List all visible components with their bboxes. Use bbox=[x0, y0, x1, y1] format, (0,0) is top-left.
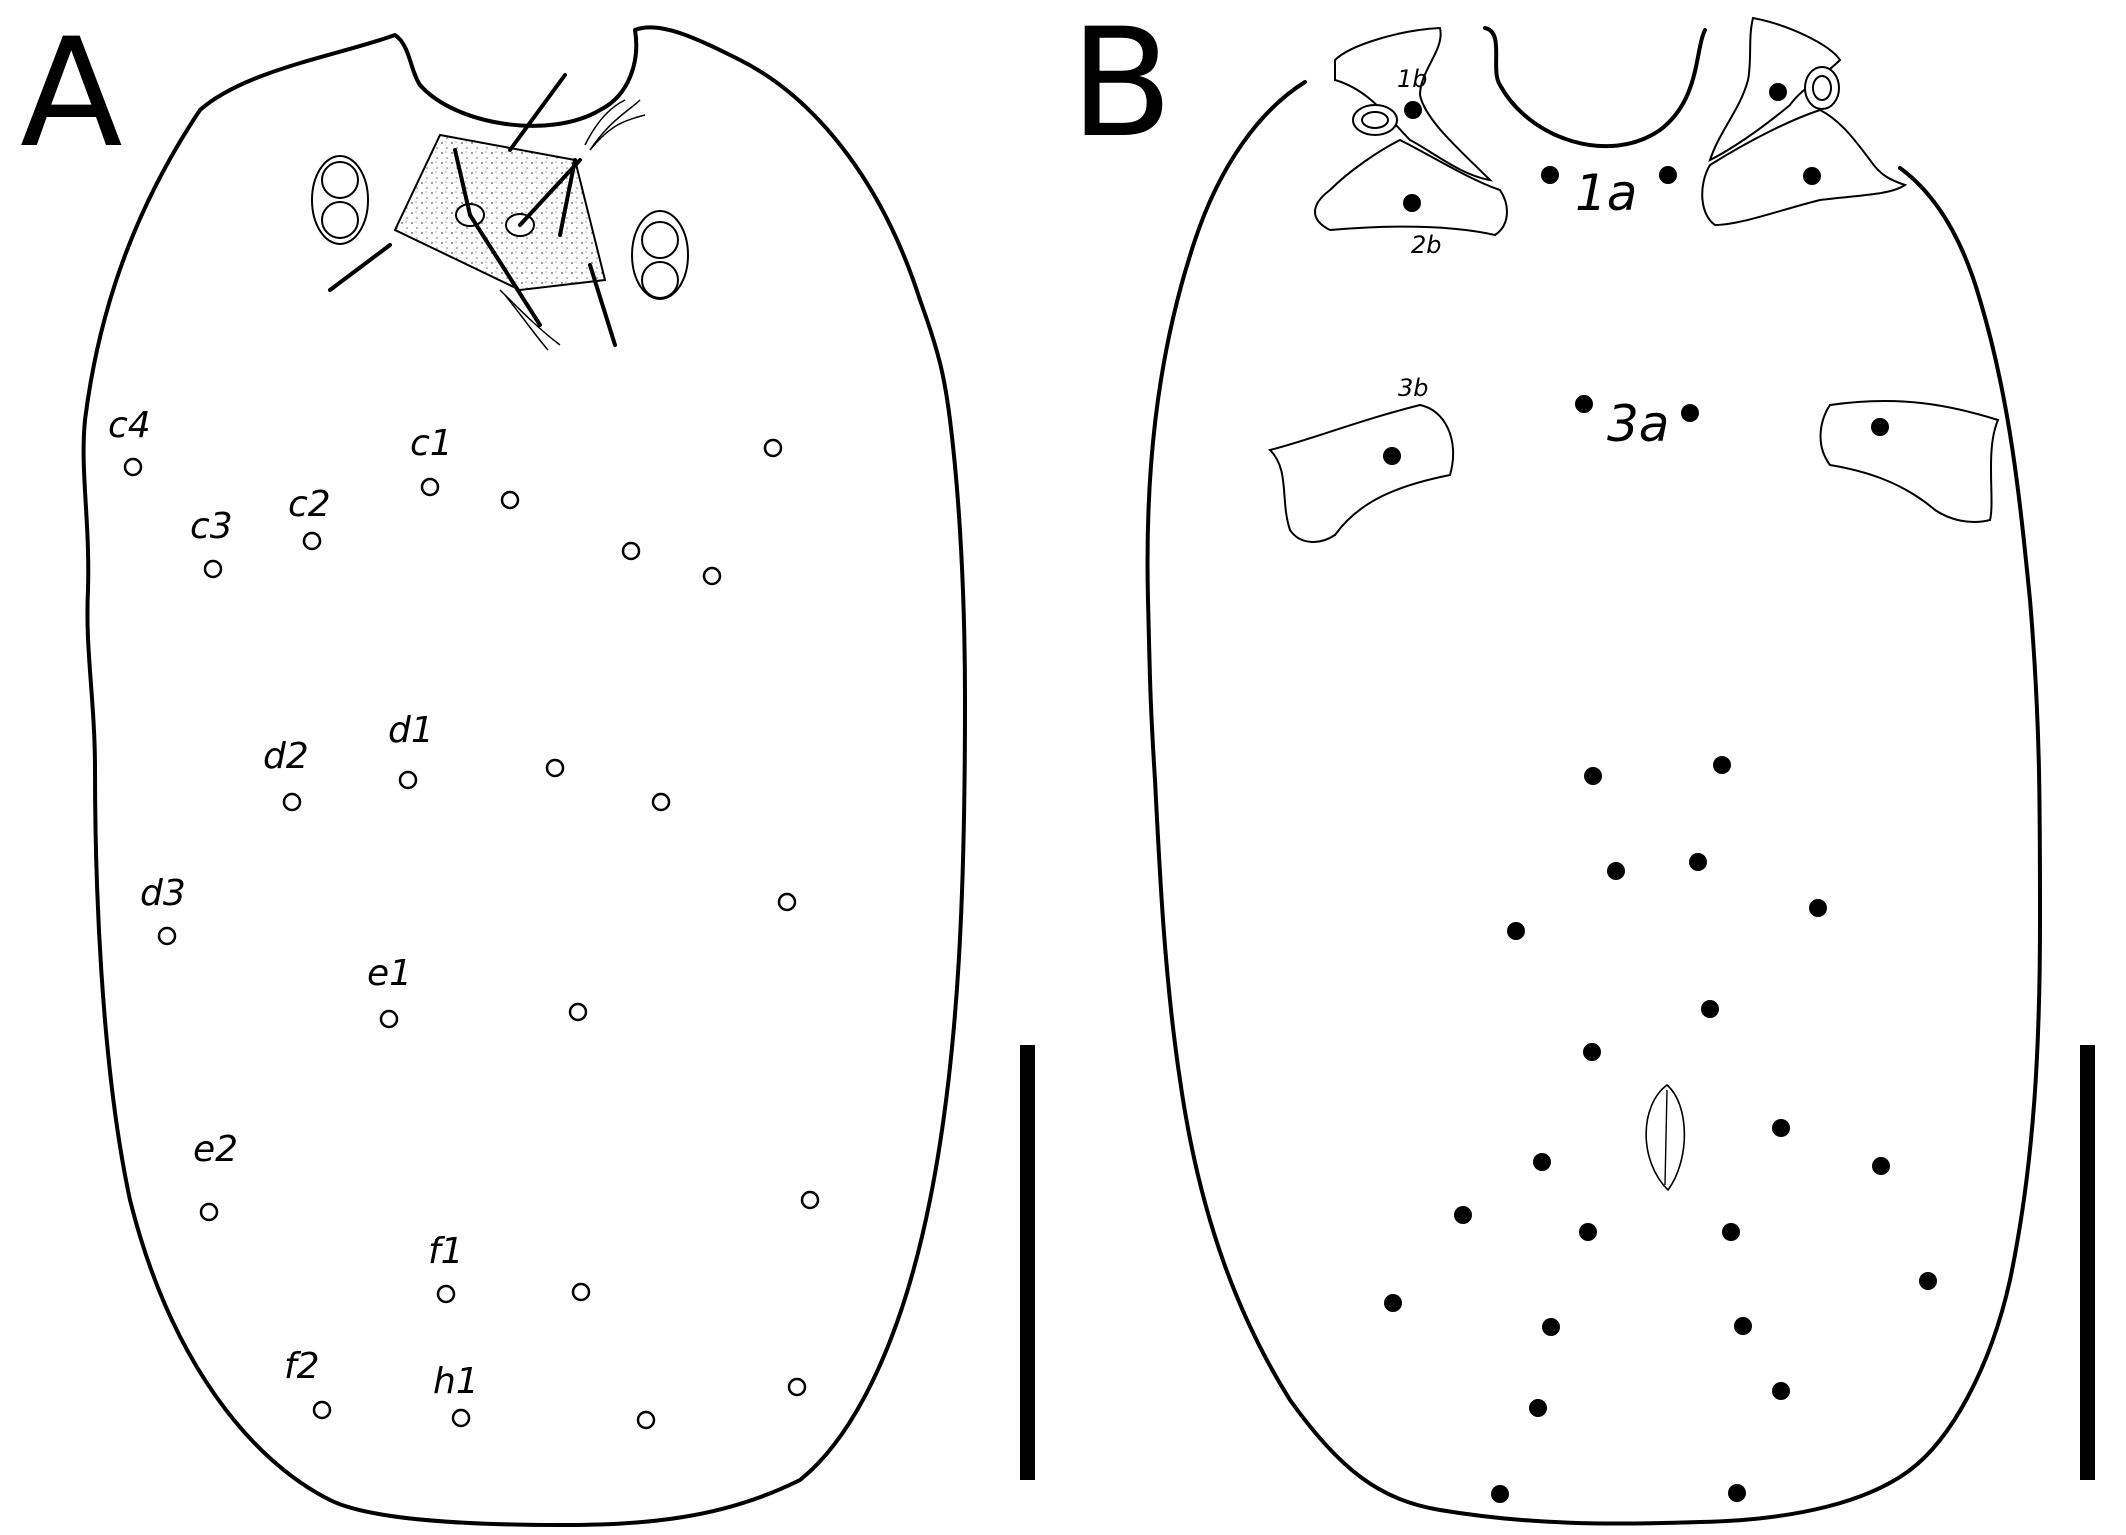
seta-e1 bbox=[379, 1009, 399, 1029]
seta-d3-right bbox=[777, 892, 797, 912]
label-1a: 1a bbox=[1575, 164, 1637, 222]
seta-ventral bbox=[1734, 1317, 1752, 1335]
seta-ventral bbox=[1713, 756, 1731, 774]
seta-ventral bbox=[1809, 899, 1827, 917]
panel-a: A bbox=[20, 7, 1035, 1527]
coxa-3-right bbox=[1819, 399, 2000, 523]
seta-ventral bbox=[1491, 1485, 1509, 1503]
label-c1: c1 bbox=[410, 423, 453, 464]
seta-3a-left bbox=[1575, 395, 1593, 413]
trochanter-left bbox=[1352, 104, 1398, 136]
anal-valves bbox=[1645, 1083, 1686, 1192]
seta-ventral bbox=[1689, 853, 1707, 871]
seta-ventral bbox=[1919, 1272, 1937, 1290]
seta-c2 bbox=[302, 531, 322, 551]
panel-a-labels: c4 c1 c3 c2 d2 d1 d3 e1 e2 f1 f2 h1 bbox=[108, 405, 479, 1402]
seta-ventral bbox=[1529, 1399, 1547, 1417]
trochanter-right bbox=[1804, 66, 1840, 110]
panel-a-letter: A bbox=[20, 7, 123, 181]
seta-ventral bbox=[1583, 1043, 1601, 1061]
seta-f2 bbox=[312, 1400, 332, 1420]
seta-h1-right bbox=[636, 1410, 656, 1430]
coxa-2-right bbox=[1701, 108, 1908, 227]
seta-1b-right bbox=[1769, 83, 1787, 101]
seta-ventral bbox=[1772, 1382, 1790, 1400]
label-f1: f1 bbox=[428, 1231, 464, 1272]
panel-a-eyes bbox=[311, 155, 689, 300]
coxa-3-left bbox=[1268, 403, 1455, 543]
seta-3b-right bbox=[1871, 418, 1889, 436]
panel-b-setae bbox=[1383, 83, 1937, 1503]
label-3b: 3b bbox=[1398, 374, 1429, 402]
seta-2b-right bbox=[1803, 167, 1821, 185]
seta-ventral bbox=[1454, 1206, 1472, 1224]
seta-d2-right bbox=[651, 792, 671, 812]
seta-f1 bbox=[436, 1284, 456, 1304]
scale-bar-a bbox=[1020, 1045, 1035, 1480]
panel-a-gnathosoma bbox=[328, 73, 646, 351]
seta-2b-left bbox=[1403, 194, 1421, 212]
seta-d1 bbox=[398, 770, 418, 790]
eye-left-a bbox=[311, 155, 369, 245]
seta-ventral bbox=[1701, 1000, 1719, 1018]
seta-ventral bbox=[1507, 922, 1525, 940]
seta-c3-right bbox=[702, 566, 722, 586]
panel-a-body-outline bbox=[81, 25, 967, 1527]
seta-d3 bbox=[157, 926, 177, 946]
panel-b-body-outline bbox=[1145, 80, 2042, 1526]
coxa-2-left bbox=[1314, 138, 1508, 237]
label-c2: c2 bbox=[288, 484, 331, 525]
label-c4: c4 bbox=[108, 405, 151, 446]
label-f2: f2 bbox=[284, 1346, 320, 1387]
seta-ventral bbox=[1872, 1157, 1890, 1175]
label-3a: 3a bbox=[1607, 395, 1669, 453]
seta-f1-right bbox=[571, 1282, 591, 1302]
seta-h1 bbox=[451, 1408, 471, 1428]
seta-c4 bbox=[123, 457, 143, 477]
seta-ventral bbox=[1584, 767, 1602, 785]
seta-c1 bbox=[420, 477, 440, 497]
seta-ventral bbox=[1607, 862, 1625, 880]
label-d1: d1 bbox=[388, 710, 434, 751]
panel-b-camerostome-notch bbox=[1483, 26, 1707, 149]
label-e1: e1 bbox=[367, 953, 412, 994]
seta-3b-left bbox=[1383, 447, 1401, 465]
seta-e2 bbox=[199, 1202, 219, 1222]
seta-3a-right bbox=[1681, 404, 1699, 422]
seta-ventral bbox=[1579, 1223, 1597, 1241]
label-d3: d3 bbox=[140, 873, 186, 914]
seta-1a-left bbox=[1541, 166, 1559, 184]
seta-f2-right bbox=[787, 1377, 807, 1397]
label-2b: 2b bbox=[1411, 231, 1442, 259]
seta-d1-right bbox=[545, 758, 565, 778]
label-c3: c3 bbox=[190, 506, 233, 547]
scale-bar-b bbox=[2080, 1045, 2095, 1480]
label-e2: e2 bbox=[193, 1129, 238, 1170]
panel-a-setae bbox=[123, 438, 820, 1430]
seta-d2 bbox=[282, 792, 302, 812]
seta-c4-right bbox=[763, 438, 783, 458]
panel-b-labels: 1b 2b 3b 1a 3a bbox=[1397, 65, 1669, 453]
panel-b-coxae bbox=[1268, 16, 2000, 543]
seta-1a-right bbox=[1659, 166, 1677, 184]
label-h1: h1 bbox=[433, 1361, 479, 1402]
seta-e2-right bbox=[800, 1190, 820, 1210]
seta-ventral bbox=[1728, 1484, 1746, 1502]
eye-right-a bbox=[631, 210, 689, 300]
seta-ventral bbox=[1542, 1318, 1560, 1336]
seta-ventral bbox=[1533, 1153, 1551, 1171]
panel-b-letter: B bbox=[1070, 0, 1173, 171]
seta-c3 bbox=[203, 559, 223, 579]
seta-ventral bbox=[1772, 1119, 1790, 1137]
seta-c1-right bbox=[500, 490, 520, 510]
seta-ventral bbox=[1722, 1223, 1740, 1241]
label-d2: d2 bbox=[263, 736, 309, 777]
seta-1b-left bbox=[1404, 101, 1422, 119]
seta-ventral bbox=[1384, 1294, 1402, 1312]
panel-b: B bbox=[1070, 0, 2095, 1526]
label-1b: 1b bbox=[1397, 65, 1428, 93]
seta-e1-right bbox=[568, 1002, 588, 1022]
seta-c2-right bbox=[621, 541, 641, 561]
